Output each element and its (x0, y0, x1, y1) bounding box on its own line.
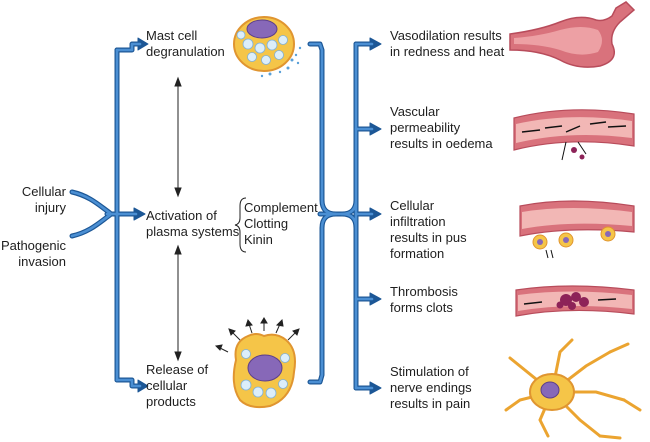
output-spine (340, 42, 358, 390)
trigger-line: Cellular (21, 184, 66, 199)
effect-line: results in pus (390, 230, 467, 245)
plasma-system-item: Kinin (244, 232, 273, 247)
mechanism-line: Mast cell (146, 28, 198, 43)
mechanism-line: degranulation (146, 44, 225, 59)
mechanism-cellular-products: Release of cellular products (146, 362, 208, 410)
effect-line: Vasodilation results (390, 28, 502, 43)
plasma-list-brace (234, 197, 247, 253)
branch-mast-cell (115, 42, 142, 52)
merge-arrow (70, 190, 112, 238)
clotted-vessel-icon (515, 285, 635, 317)
plasma-system-item: Complement (244, 200, 318, 215)
mechanism-mast-cell: Mast cell degranulation (146, 28, 225, 60)
mechanism-plasma-systems: Activation of plasma systems (146, 208, 239, 240)
trigger-line: injury (34, 200, 66, 215)
effect-nerve-stimulation: Stimulation of nerve endings results in … (390, 364, 472, 412)
mast-cell-icon (233, 16, 302, 78)
effect-line: forms clots (390, 300, 453, 315)
trigger-pathogenic-invasion: Pathogenic invasion (0, 238, 66, 270)
effect-line: infiltration (390, 214, 446, 229)
effect-line: permeability (390, 120, 461, 135)
plasma-system-list: Complement Clotting Kinin (244, 200, 318, 248)
effect-line: Vascular (390, 104, 440, 119)
mechanism-line: products (146, 394, 196, 409)
effect-vasodilation: Vasodilation results in redness and heat (390, 28, 504, 60)
effect-line: results in oedema (390, 136, 493, 151)
releasing-cell-icon (214, 317, 300, 409)
branch-products (115, 378, 142, 388)
infiltrating-cells-icon (519, 200, 635, 259)
mechanism-line: cellular (146, 378, 188, 393)
effect-thrombosis: Thrombosis forms clots (390, 284, 458, 316)
effect-line: nerve endings (390, 380, 472, 395)
effect-vascular-permeability: Vascular permeability results in oedema (390, 104, 493, 152)
arrow-group-inner (70, 42, 374, 390)
interaction-arrows (174, 76, 182, 362)
nerve-cell-icon (504, 338, 642, 440)
effect-line: Thrombosis (390, 284, 458, 299)
effect-line: in redness and heat (390, 44, 505, 59)
trigger-cellular-injury: Cellular injury (4, 184, 66, 216)
leaky-vessel-icon (513, 109, 635, 161)
mechanism-line: plasma systems (146, 224, 240, 239)
effect-line: formation (390, 246, 445, 261)
trigger-line: Pathogenic (0, 238, 66, 253)
effect-cellular-infiltration: Cellular infiltration results in pus for… (390, 198, 467, 262)
trigger-line: invasion (18, 254, 66, 269)
plasma-system-item: Clotting (244, 216, 289, 231)
dilated-vessel-icon (509, 1, 636, 68)
effect-line: Stimulation of (390, 364, 469, 379)
effect-line: results in pain (390, 396, 471, 411)
mechanism-line: Activation of (146, 208, 217, 223)
effect-line: Cellular (390, 198, 435, 213)
mechanism-line: Release of (146, 362, 209, 377)
